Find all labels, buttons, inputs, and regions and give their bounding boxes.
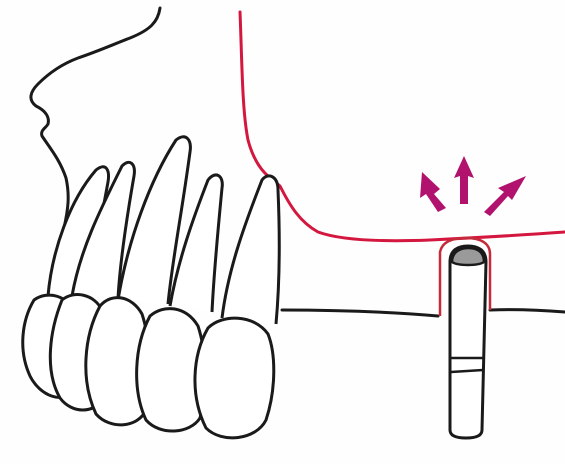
alveolar-ridge-line (282, 310, 565, 316)
tooth-5-crown (195, 318, 274, 438)
implant-top-cap (452, 248, 484, 265)
tooth-5-root (222, 176, 279, 324)
sinus-floor-line (240, 12, 565, 241)
arrow-up-right-icon (484, 176, 526, 216)
arrow-up-icon (454, 156, 474, 204)
implant-body (450, 246, 486, 438)
arrow-up-left-icon (420, 172, 446, 212)
lift-arrows (420, 156, 526, 216)
dental-implant (440, 238, 490, 438)
